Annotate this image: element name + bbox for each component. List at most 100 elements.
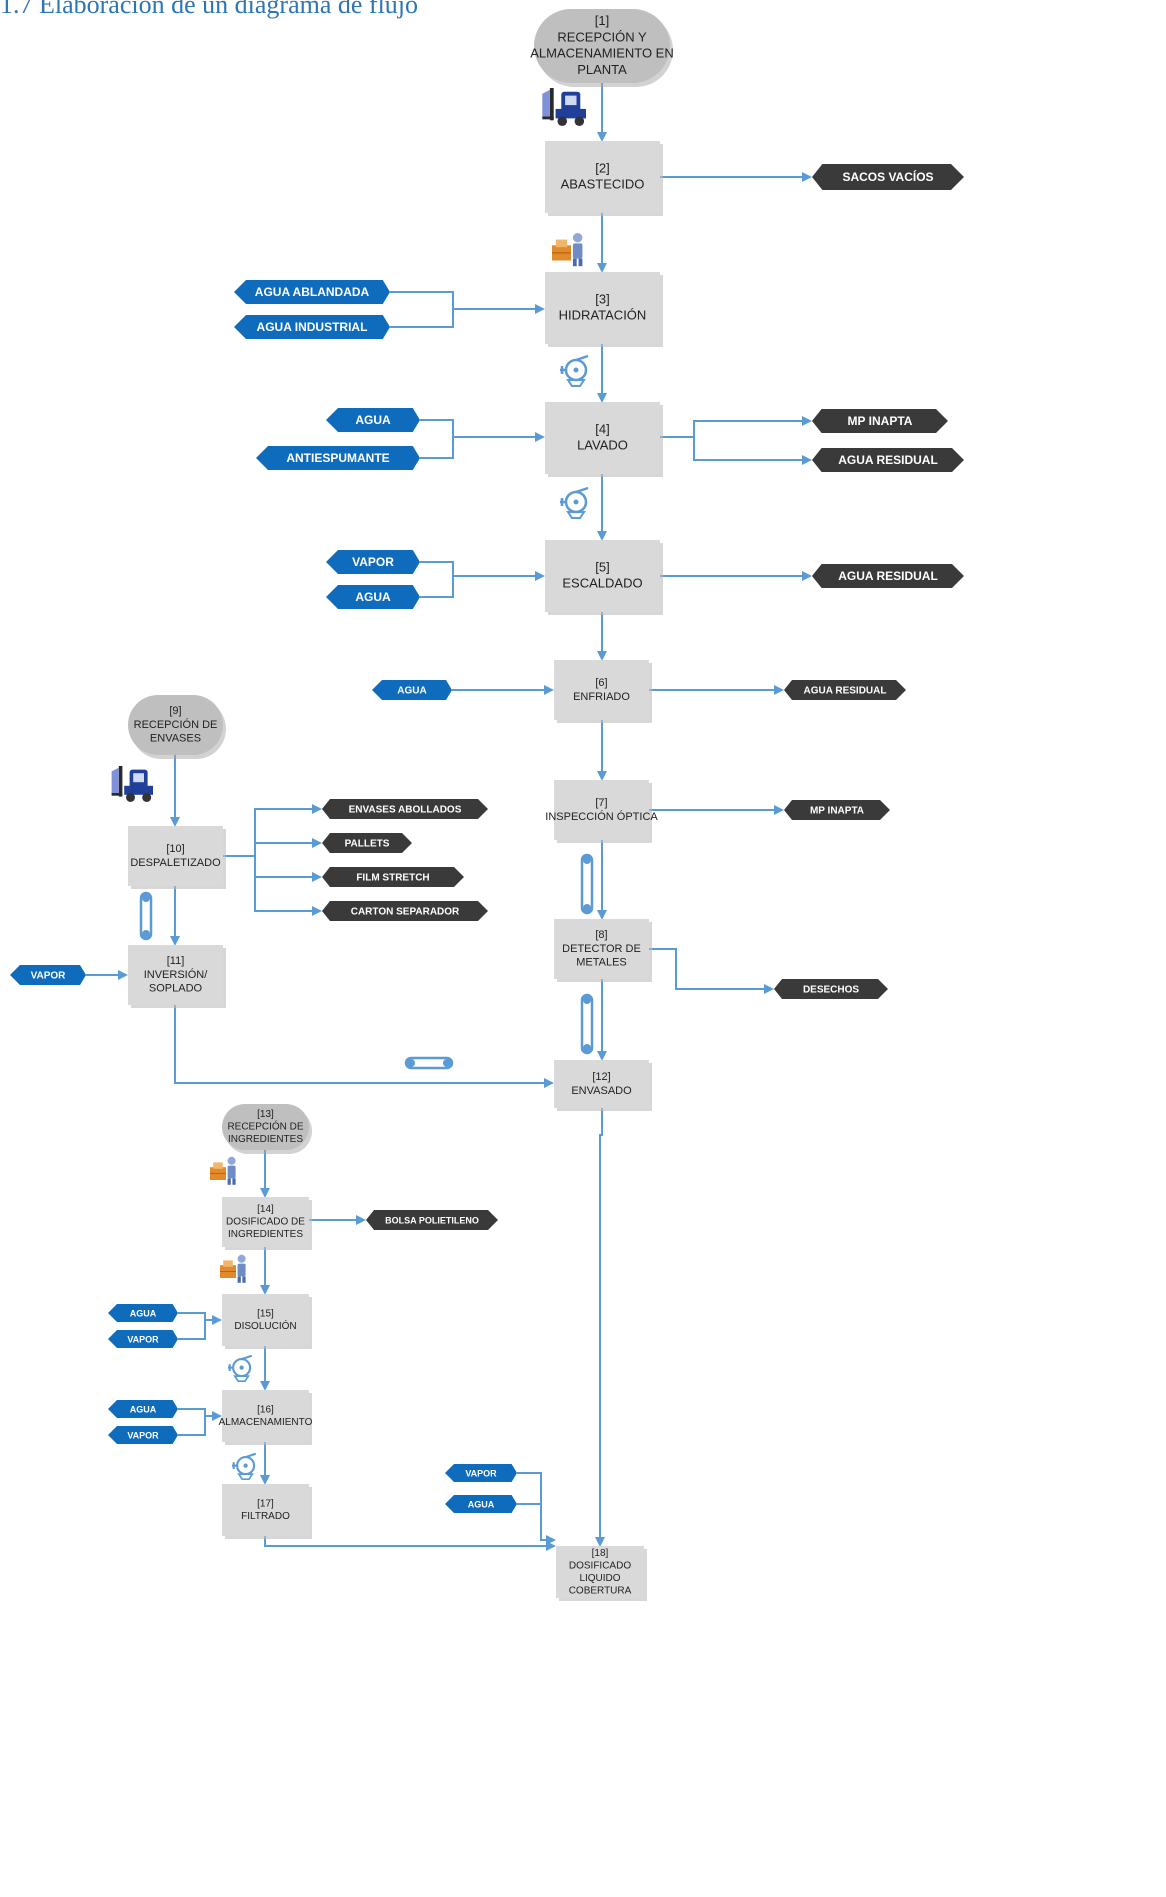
output-o4a: MP INAPTA [812, 409, 948, 433]
flow-connector [174, 1005, 554, 1088]
process-label: [8] [595, 929, 607, 941]
process-step-11: [11]INVERSIÓN/SOPLADO [128, 945, 226, 1008]
process-label: [14] [257, 1204, 274, 1215]
output-label: CARTON SEPARADOR [351, 907, 460, 918]
process-step-17: [17]FILTRADO [222, 1484, 312, 1539]
process-label: SOPLADO [149, 983, 203, 995]
process-label: INSPECCIÓN ÓPTICA [545, 810, 658, 823]
output-tag-shape [322, 901, 488, 921]
input-i5a: VAPOR [326, 550, 420, 574]
flow-connector [420, 561, 545, 581]
process-label: LIQUIDO [579, 1573, 620, 1584]
flow-connector [223, 804, 322, 857]
output-tag-shape [812, 409, 948, 433]
input-i15b: VAPOR [108, 1330, 178, 1348]
output-o2: SACOS VACÍOS [812, 164, 964, 190]
process-label: DETECTOR DE [562, 943, 641, 955]
process-label: [4] [595, 421, 609, 436]
process-label: INGREDIENTES [228, 1229, 303, 1240]
process-step-3: [3] HIDRATACIÓN [545, 272, 663, 347]
output-tag-shape [812, 564, 964, 588]
process-label: DOSIFICADO [569, 1560, 631, 1571]
output-label: SACOS VACÍOS [842, 169, 933, 184]
input-label: AGUA ABLANDADA [255, 285, 370, 299]
worker-icon [220, 1254, 246, 1283]
terminal-shape [222, 1104, 309, 1150]
process-step-12: [12]ENVASADO [554, 1060, 652, 1111]
process-label: ENFRIADO [573, 691, 630, 703]
input-tag-shape [108, 1304, 178, 1322]
conveyor-icon [580, 993, 594, 1055]
process-box [554, 780, 649, 840]
input-tag-shape [108, 1400, 178, 1418]
process-step-10: [10]DESPALETIZADO [128, 826, 226, 889]
input-label: VAPOR [127, 1334, 159, 1344]
input-label: VAPOR [31, 971, 67, 982]
process-label: LAVADO [577, 438, 628, 453]
forklift-icon [111, 766, 153, 802]
process-label: ALMACENAMIENTO EN [530, 46, 674, 61]
input-label: AGUA INDUSTRIAL [257, 320, 368, 334]
output-label: BOLSA POLIETILENO [385, 1215, 479, 1225]
input-tag-shape [326, 585, 420, 609]
process-box [128, 826, 223, 886]
output-o8: DESECHOS [774, 979, 888, 999]
input-tag-shape [372, 680, 452, 700]
output-label: FILM STRETCH [356, 873, 429, 884]
flow-connector [178, 1408, 222, 1421]
output-label: PALLETS [345, 839, 390, 850]
output-tag-shape [774, 979, 888, 999]
input-tag-shape [108, 1330, 178, 1348]
input-tag-shape [234, 315, 390, 339]
process-label: RECEPCIÓN DE [227, 1120, 303, 1133]
process-label: RECEPCIÓN DE [134, 718, 218, 731]
process-label: [6] [595, 677, 607, 689]
process-label: INGREDIENTES [228, 1134, 303, 1145]
process-step-2: [2]ABASTECIDO [545, 141, 663, 216]
process-step-7: [7]INSPECCIÓN ÓPTICA [545, 780, 658, 843]
flow-connector [264, 1536, 556, 1551]
process-box [554, 1060, 649, 1108]
process-label: [3] [595, 291, 609, 306]
output-o10a: ENVASES ABOLLADOS [322, 799, 488, 819]
flow-connector [390, 309, 454, 328]
output-tag-shape [812, 164, 964, 190]
output-o7: MP INAPTA [784, 800, 890, 820]
process-label: [18] [592, 1548, 609, 1559]
input-i16b: VAPOR [108, 1426, 178, 1444]
flow-connector [420, 419, 545, 442]
output-o10c: FILM STRETCH [322, 867, 464, 887]
process-label: HIDRATACIÓN [559, 308, 647, 323]
process-label: DESPALETIZADO [130, 857, 221, 869]
output-tag-shape [322, 833, 412, 853]
pump-icon [232, 1452, 257, 1481]
input-i5b: AGUA [326, 585, 420, 609]
output-label: ENVASES ABOLLADOS [349, 805, 462, 816]
flow-connector [254, 856, 322, 916]
input-label: AGUA [130, 1308, 157, 1318]
process-label: [15] [257, 1308, 274, 1319]
process-box [554, 660, 649, 720]
flow-connector [649, 948, 774, 994]
input-i16a: AGUA [108, 1400, 178, 1418]
process-label: [13] [257, 1109, 274, 1120]
process-box [556, 1546, 644, 1598]
process-box [222, 1484, 309, 1536]
input-tag-shape [326, 408, 420, 432]
output-label: AGUA RESIDUAL [838, 569, 938, 583]
worker-icon [210, 1156, 236, 1185]
pump-icon [560, 354, 589, 387]
input-i18b: AGUA [445, 1495, 517, 1513]
output-o4b: AGUA RESIDUAL [812, 448, 964, 472]
process-label: INVERSIÓN/ [144, 968, 209, 981]
process-label: ESCALDADO [562, 576, 642, 591]
process-step-5: [5]ESCALDADO [545, 540, 663, 615]
output-label: AGUA RESIDUAL [838, 453, 938, 467]
process-step-6: [6] ENFRIADO [554, 660, 652, 723]
terminal-shape [534, 9, 670, 83]
conveyor-icon [139, 891, 153, 941]
process-label: DOSIFICADO DE [226, 1217, 305, 1228]
